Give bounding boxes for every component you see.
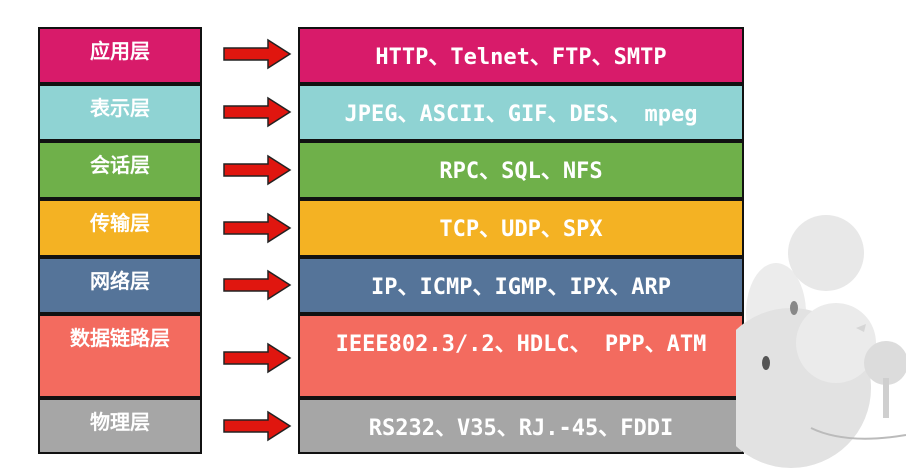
- protocol-list: RS232、V35、RJ.-45、FDDI: [368, 416, 674, 441]
- layer-name-box: 网络层: [38, 257, 202, 314]
- decorative-cartoon-background: [736, 215, 906, 468]
- layer-name: 表示层: [90, 96, 150, 120]
- arrow-right-icon: [223, 212, 292, 244]
- protocol-box: IEEE802.3/.2、HDLC、 PPP、ATM: [298, 314, 744, 398]
- layer-name: 物理层: [90, 410, 150, 434]
- arrow-right-icon: [223, 269, 292, 301]
- layer-name-box: 表示层: [38, 84, 202, 141]
- layer-name-box: 会话层: [38, 141, 202, 199]
- protocol-box: JPEG、ASCII、GIF、DES、 mpeg: [298, 84, 744, 141]
- protocol-list: TCP、UDP、SPX: [439, 217, 603, 242]
- layer-name-box: 传输层: [38, 199, 202, 257]
- layer-name: 网络层: [90, 269, 150, 293]
- arrow-right-icon: [223, 410, 292, 442]
- arrow-right-icon: [223, 96, 292, 128]
- protocol-list: IEEE802.3/.2、HDLC、 PPP、ATM: [335, 332, 707, 357]
- layer-name-box: 应用层: [38, 27, 202, 84]
- arrow-right-icon: [223, 38, 292, 70]
- protocol-list: IP、ICMP、IGMP、IPX、ARP: [371, 275, 671, 300]
- protocol-box: TCP、UDP、SPX: [298, 199, 744, 257]
- arrow-right-icon: [223, 342, 292, 374]
- layer-name: 应用层: [90, 39, 150, 63]
- arrow-right-icon: [223, 154, 292, 186]
- protocol-box: RS232、V35、RJ.-45、FDDI: [298, 398, 744, 454]
- protocol-box: IP、ICMP、IGMP、IPX、ARP: [298, 257, 744, 314]
- protocol-box: RPC、SQL、NFS: [298, 141, 744, 199]
- layer-name-box: 物理层: [38, 398, 202, 454]
- layer-name-box: 数据链路层: [38, 314, 202, 398]
- layer-name: 会话层: [90, 153, 150, 177]
- layer-name: 传输层: [90, 211, 150, 235]
- protocol-list: HTTP、Telnet、FTP、SMTP: [375, 45, 667, 70]
- protocol-box: HTTP、Telnet、FTP、SMTP: [298, 27, 744, 84]
- layer-name: 数据链路层: [70, 326, 170, 350]
- protocol-list: RPC、SQL、NFS: [439, 159, 603, 184]
- protocol-list: JPEG、ASCII、GIF、DES、 mpeg: [344, 102, 698, 127]
